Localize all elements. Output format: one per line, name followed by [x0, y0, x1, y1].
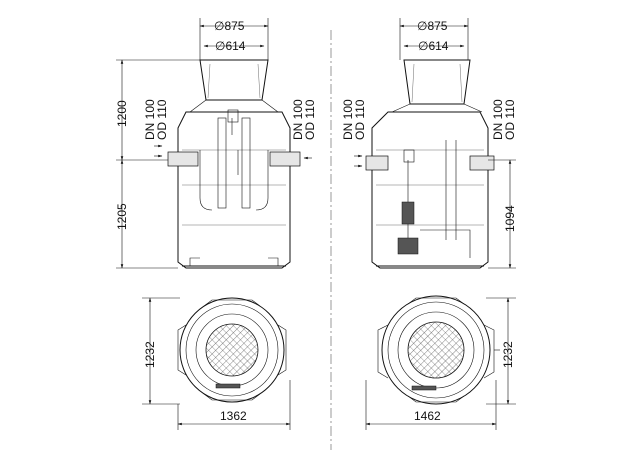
right-cover-outer-diameter: ∅875: [417, 19, 448, 33]
right-inlet-od: OD 110: [303, 99, 317, 140]
right-left-outlet-dn: DN 100: [341, 99, 355, 140]
left-plan-view: 1232 1362: [142, 297, 291, 430]
right-tank-body: [371, 111, 489, 269]
left-elevation-view: ∅875 ∅614 1200: [115, 18, 317, 269]
left-plan-height: 1232: [143, 341, 157, 368]
left-upper-height: 1200: [115, 100, 129, 127]
right-plan-height: 1232: [501, 341, 515, 368]
left-tank-body: [177, 111, 291, 269]
left-plan-cover-grid: [205, 323, 259, 377]
right-elevation-view: ∅875 ∅614 1094 DN 100 OD 110 DN 100 OD 1…: [341, 18, 517, 269]
right-plan-outer-ring: [381, 295, 491, 405]
left-inlet-pipe: [167, 151, 199, 167]
right-left-outlet-pipe: [365, 155, 389, 171]
right-inlet-dn: DN 100: [291, 99, 305, 140]
right-right-outlet-dn: DN 100: [491, 99, 505, 140]
right-lower-height: 1094: [503, 205, 517, 232]
right-left-outlet-od: OD 110: [353, 99, 367, 140]
left-lower-height: 1205: [115, 203, 129, 230]
left-cover-outer-diameter: ∅875: [214, 19, 245, 33]
pump-unit: [401, 201, 415, 225]
right-plan-cover-grid: [407, 321, 465, 379]
right-inlet-pipe: [269, 151, 301, 167]
left-plan-outer-ring: [179, 297, 285, 403]
right-right-outlet-pipe: [469, 155, 495, 171]
left-plan-width: 1362: [220, 409, 247, 423]
right-right-outlet-od: OD 110: [503, 99, 517, 140]
left-cover-inner-diameter: ∅614: [215, 39, 246, 53]
left-inlet-od: OD 110: [155, 99, 169, 140]
right-plan-view: 1232 1462: [365, 295, 516, 430]
left-riser-shaft: [199, 59, 269, 101]
right-cover-inner-diameter: ∅614: [418, 39, 449, 53]
right-plan-width: 1462: [414, 409, 441, 423]
left-inlet-dn: DN 100: [143, 99, 157, 140]
